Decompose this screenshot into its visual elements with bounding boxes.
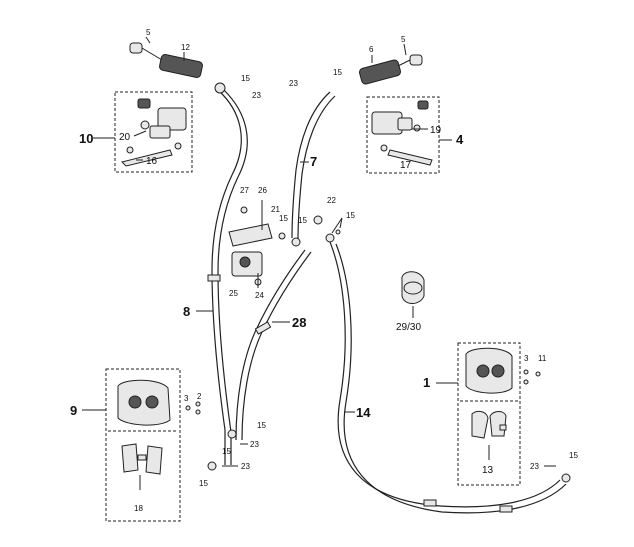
callout-15-bottom-b: 15 — [222, 447, 231, 456]
callout-23-top-right: 23 — [289, 79, 298, 88]
rear-brake-pads-part — [121, 443, 163, 475]
callout-3-left: 3 — [184, 394, 189, 403]
callout-5-right: 5 — [401, 35, 406, 44]
callout-23-bottom-b: 23 — [241, 462, 250, 471]
callout-26: 26 — [258, 186, 267, 195]
callout-7: 7 — [310, 154, 317, 169]
hose-7 — [291, 91, 331, 239]
brake-valve-part — [228, 206, 273, 286]
callout-12: 12 — [181, 43, 190, 52]
callout-15-top-left: 15 — [241, 74, 250, 83]
callout-18: 18 — [134, 504, 143, 513]
callout-28: 28 — [292, 315, 306, 330]
callout-6: 6 — [369, 45, 374, 54]
left-master-cylinder-box — [114, 91, 193, 173]
callout-27: 27 — [240, 186, 249, 195]
callout-23-top-left: 23 — [252, 91, 261, 100]
callout-15-right: 15 — [569, 451, 578, 460]
front-brake-pads-part — [471, 410, 507, 439]
hose-28 — [235, 249, 306, 441]
callout-10: 10 — [79, 131, 93, 146]
callout-22: 22 — [327, 196, 336, 205]
callout-9: 9 — [70, 403, 77, 418]
left-grip-part — [129, 42, 203, 78]
right-grip-part — [359, 54, 423, 85]
callout-25: 25 — [229, 289, 238, 298]
callout-19: 19 — [430, 125, 442, 136]
callout-13: 13 — [482, 465, 494, 476]
callout-15-mid-c: 15 — [346, 211, 355, 220]
rear-caliper-part — [117, 379, 171, 426]
callout-8: 8 — [183, 304, 190, 319]
rear-caliper-box — [105, 368, 181, 522]
callout-15-bottom-c: 15 — [199, 479, 208, 488]
callout-5-left: 5 — [146, 28, 151, 37]
right-master-cylinder-box — [366, 96, 440, 174]
callout-21: 21 — [271, 205, 280, 214]
callout-23-bottom-a: 23 — [250, 440, 259, 449]
callout-15-mid-a: 15 — [279, 214, 288, 223]
hose-14 — [329, 241, 561, 508]
callout-24: 24 — [255, 291, 264, 300]
left-master-cylinder-part — [121, 98, 187, 167]
front-caliper-part — [465, 347, 513, 394]
callout-23-right: 23 — [530, 462, 539, 471]
callout-20: 20 — [119, 132, 131, 143]
callout-1: 1 — [423, 375, 430, 390]
front-caliper-box — [457, 342, 521, 486]
callout-16: 16 — [146, 156, 158, 167]
callout-2: 2 — [197, 392, 202, 401]
callout-3-right: 3 — [524, 354, 529, 363]
callout-11: 11 — [538, 354, 547, 363]
callout-29-30: 29/30 — [396, 322, 421, 333]
right-master-cylinder-part — [371, 100, 433, 166]
callout-17: 17 — [400, 160, 412, 171]
callout-4: 4 — [456, 132, 464, 147]
hose-8 — [211, 89, 242, 465]
callout-14: 14 — [356, 405, 371, 420]
callout-15-bottom-a: 15 — [257, 421, 266, 430]
callout-15-top-right: 15 — [333, 68, 342, 77]
hose-clip-part — [401, 271, 425, 304]
callout-15-mid-b: 15 — [298, 216, 307, 225]
